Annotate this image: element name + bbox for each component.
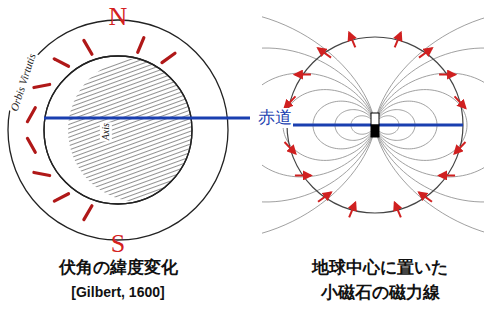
magnet-bottom xyxy=(371,125,379,137)
dip-needle xyxy=(34,172,50,175)
dip-needle xyxy=(27,138,35,152)
needles xyxy=(27,38,175,220)
orbis-circle xyxy=(8,20,228,240)
axis-label: Axis xyxy=(100,122,112,141)
dipole-field xyxy=(75,10,485,241)
pole-label: S xyxy=(111,229,125,259)
terrella xyxy=(8,20,250,240)
caption-left: 伏角の緯度変化 xyxy=(59,258,178,278)
field-arrow xyxy=(395,203,401,218)
field-arrow xyxy=(419,48,432,57)
field-arrow xyxy=(285,96,296,108)
caption-right: 地球中心に置いた 小磁石の磁力線 xyxy=(309,255,450,304)
shaded-crescent xyxy=(68,58,212,202)
dip-needle xyxy=(54,59,68,66)
field-arrow xyxy=(395,33,401,48)
dip-needle xyxy=(162,53,175,62)
field-arrow xyxy=(318,192,331,201)
field-arrow xyxy=(295,174,311,176)
equator-label: 赤道 xyxy=(257,108,293,128)
field-arrow xyxy=(439,174,455,176)
field-arrow xyxy=(349,203,355,218)
field-arrow xyxy=(349,33,355,48)
earth-outline xyxy=(44,56,192,204)
dip-needle xyxy=(54,194,68,201)
earth-circle xyxy=(287,37,463,213)
dip-needle xyxy=(34,84,50,87)
field-arrows xyxy=(285,33,466,218)
dip-needle xyxy=(27,108,35,122)
citation: [Gilbert, 1600] xyxy=(71,284,164,300)
orbis-label: Orbis Virtutis xyxy=(7,51,38,114)
field-arrow xyxy=(455,142,466,154)
field-arrow xyxy=(419,192,432,201)
equator-line xyxy=(44,117,250,120)
field-arrow xyxy=(295,73,311,75)
field-lines xyxy=(262,10,484,241)
magnet-top xyxy=(371,113,379,125)
dip-needle xyxy=(84,40,92,54)
field-arrow xyxy=(455,96,466,108)
pole-label: N xyxy=(109,2,128,32)
dip-needle xyxy=(138,38,144,53)
dip-needle xyxy=(84,206,92,220)
field-arrow xyxy=(439,73,455,75)
field-arrow xyxy=(285,142,296,154)
field-arrow xyxy=(318,48,331,57)
